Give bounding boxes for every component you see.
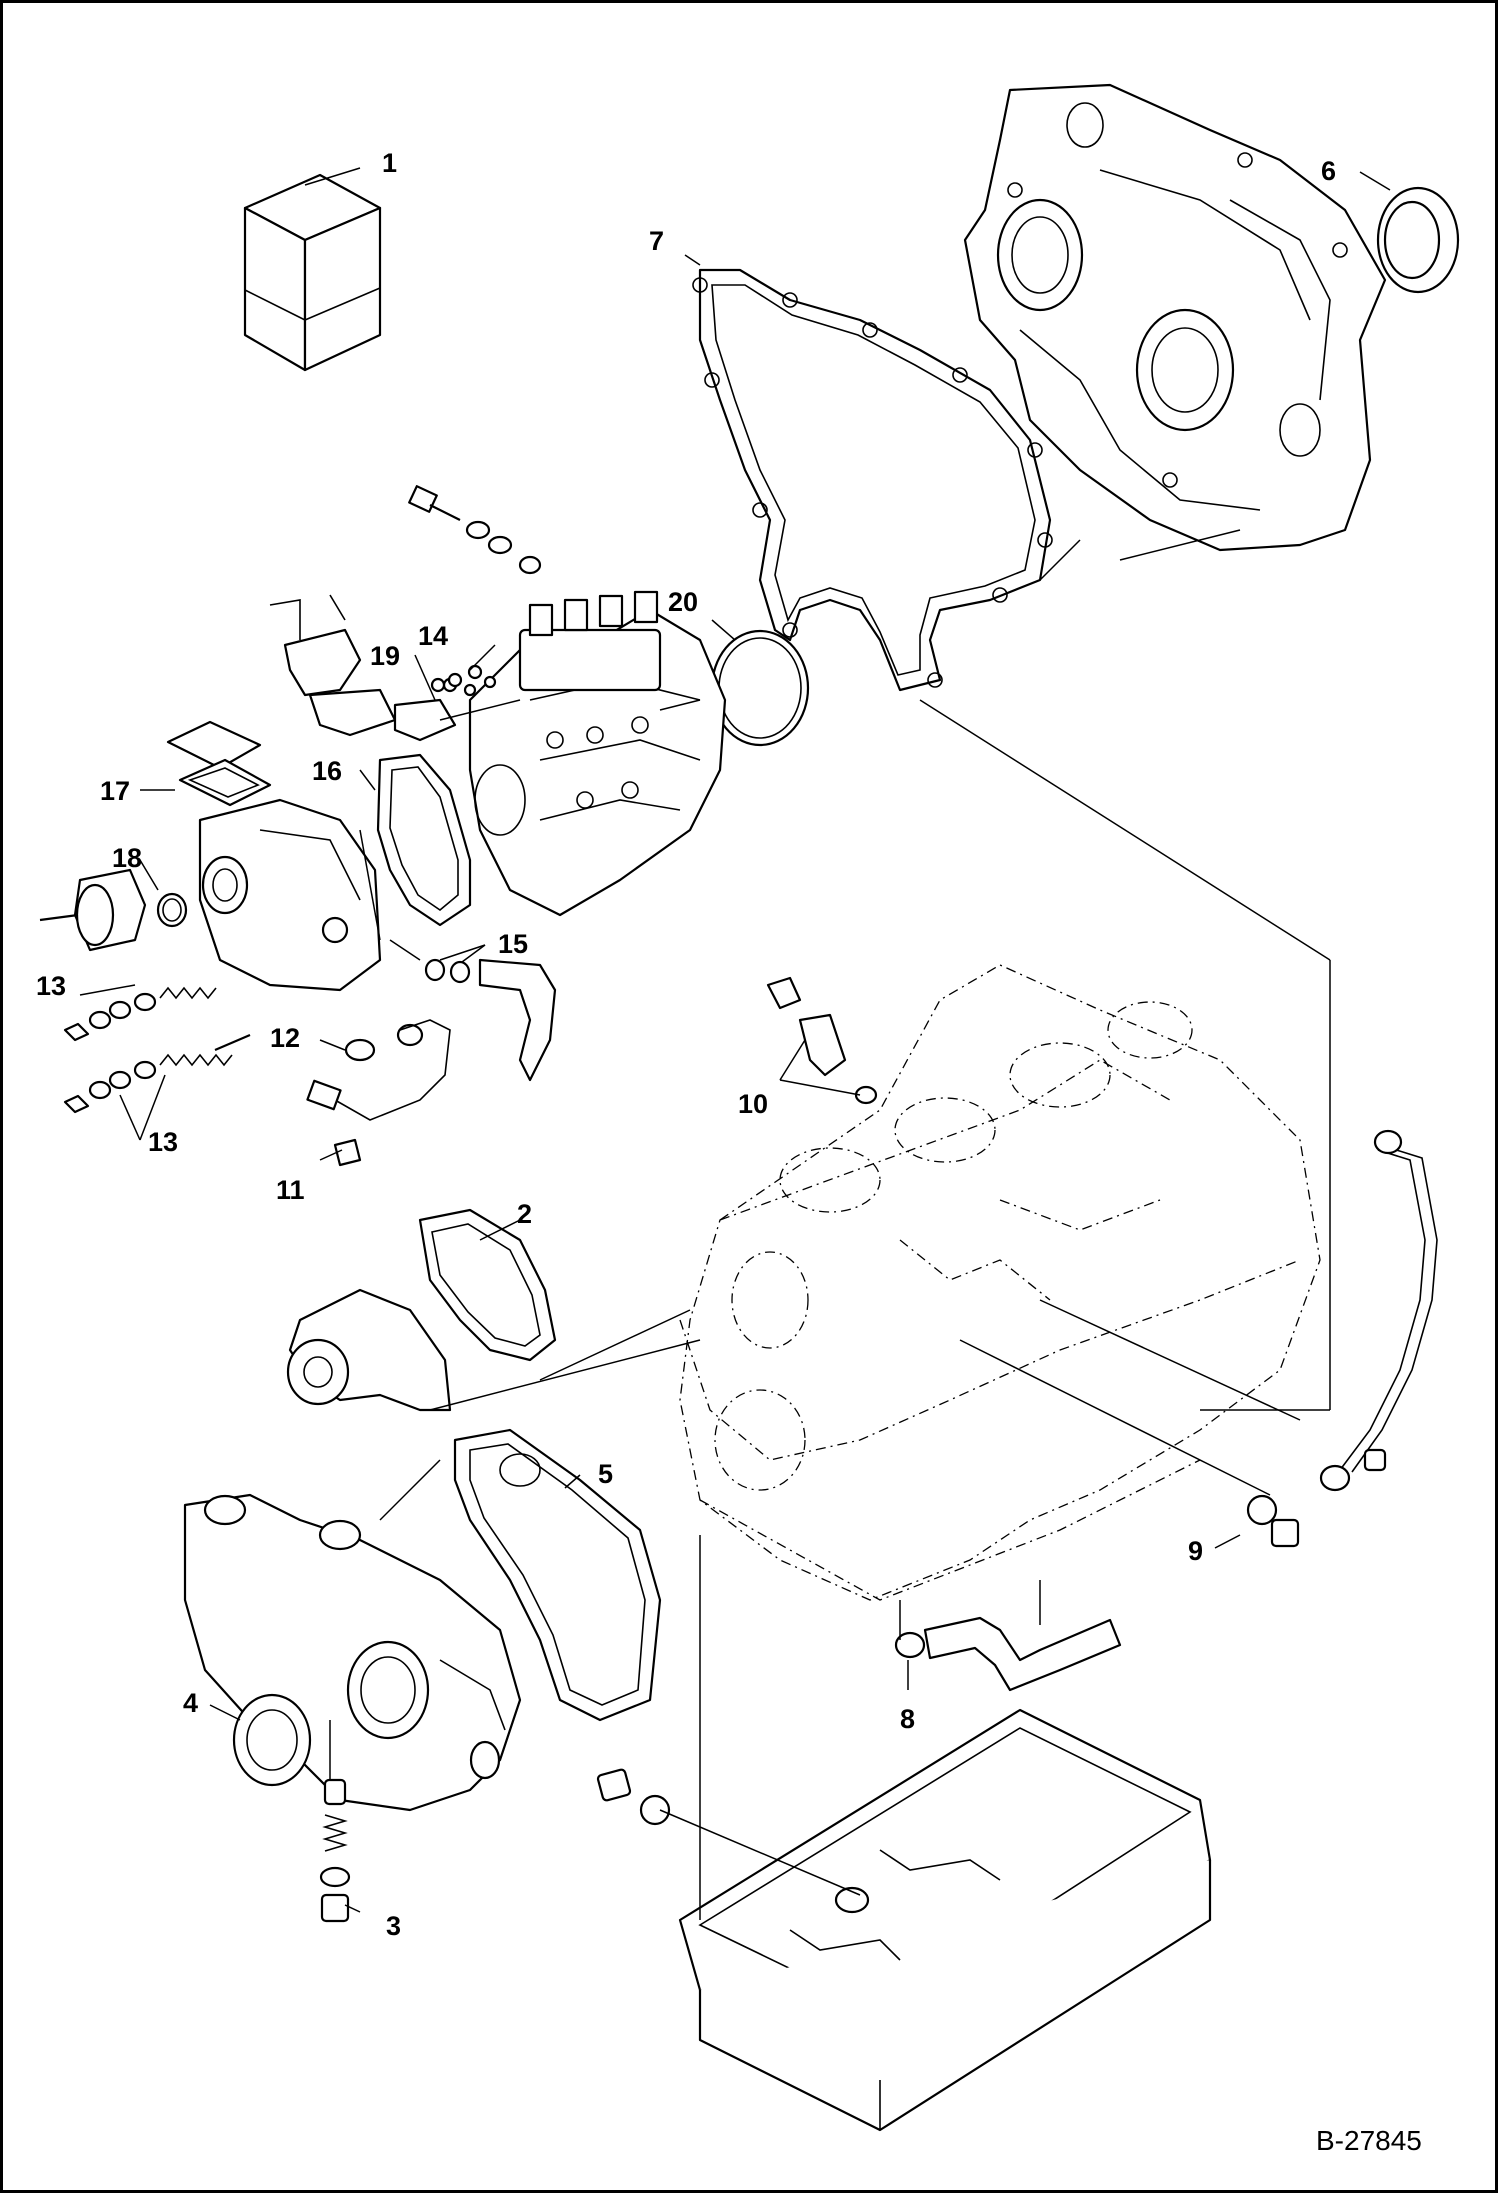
callout-7: 7 xyxy=(649,226,664,256)
part-4-oil-seal xyxy=(232,1693,312,1787)
callout-3: 3 xyxy=(386,1911,401,1941)
callout-4: 4 xyxy=(183,1688,198,1718)
leader-lines xyxy=(79,167,1391,1920)
part-12-clip xyxy=(344,1023,424,1062)
part-2-gasket xyxy=(418,1208,557,1362)
oil-pan xyxy=(678,1708,1212,2132)
governor-lever xyxy=(478,958,557,1082)
drain-plug xyxy=(596,1768,671,1826)
part-13-spring-upper xyxy=(63,986,217,1042)
callout-9: 9 xyxy=(1188,1536,1203,1566)
fuel-return-pipe xyxy=(306,1019,451,1121)
part-20-o-ring xyxy=(710,629,810,747)
part-3-relief-valve xyxy=(319,1778,351,1923)
callout-15: 15 xyxy=(498,929,528,959)
part-18-o-ring xyxy=(156,892,188,928)
part-5-gasket xyxy=(453,1428,662,1722)
callout-2: 2 xyxy=(517,1199,532,1229)
callout-12: 12 xyxy=(270,1023,300,1053)
callout-13-upper: 13 xyxy=(36,971,66,1001)
callout-5: 5 xyxy=(598,1459,613,1489)
oil-pipe xyxy=(1319,1129,1438,1492)
stop-solenoid xyxy=(39,868,147,952)
callout-17: 17 xyxy=(100,776,130,806)
callout-11: 11 xyxy=(276,1175,305,1205)
water-pump xyxy=(286,1288,452,1412)
part-13-spring-lower xyxy=(63,1033,251,1114)
document-reference: B-27845 xyxy=(1316,2125,1422,2156)
callout-1: 1 xyxy=(382,148,397,178)
callout-10: 10 xyxy=(738,1089,768,1119)
part-10-valve xyxy=(766,976,878,1105)
gear-case xyxy=(183,1493,522,1812)
part-15-o-rings xyxy=(424,958,471,984)
part-8-o-ring xyxy=(894,1631,926,1659)
callout-6: 6 xyxy=(1321,156,1336,186)
part-6-oil-seal xyxy=(1376,186,1460,294)
part-17-cover xyxy=(166,720,272,807)
governor-housing xyxy=(198,798,382,992)
feed-pump xyxy=(269,594,457,742)
part-14-bolts xyxy=(430,664,483,693)
callout-14: 14 xyxy=(418,621,448,651)
callout-8: 8 xyxy=(900,1704,915,1734)
callout-16: 16 xyxy=(312,756,342,786)
oil-strainer-pipe xyxy=(923,1616,1122,1692)
engine-block xyxy=(679,964,1321,1601)
callout-18: 18 xyxy=(112,843,142,873)
part-16-gasket xyxy=(376,753,472,927)
flywheel-housing xyxy=(963,83,1387,552)
callout-labels: 1 2 3 4 5 6 7 8 9 10 11 12 13 13 14 15 1… xyxy=(36,148,1336,1941)
callout-20: 20 xyxy=(668,587,698,617)
part-11-clip xyxy=(333,1138,362,1167)
part-7-gasket xyxy=(692,268,1053,692)
injection-pump xyxy=(468,590,727,917)
part-1-kit-box xyxy=(243,173,382,372)
callout-19: 19 xyxy=(370,641,400,671)
part-9-plug xyxy=(1246,1494,1300,1548)
callout-13-lower: 13 xyxy=(148,1127,178,1157)
